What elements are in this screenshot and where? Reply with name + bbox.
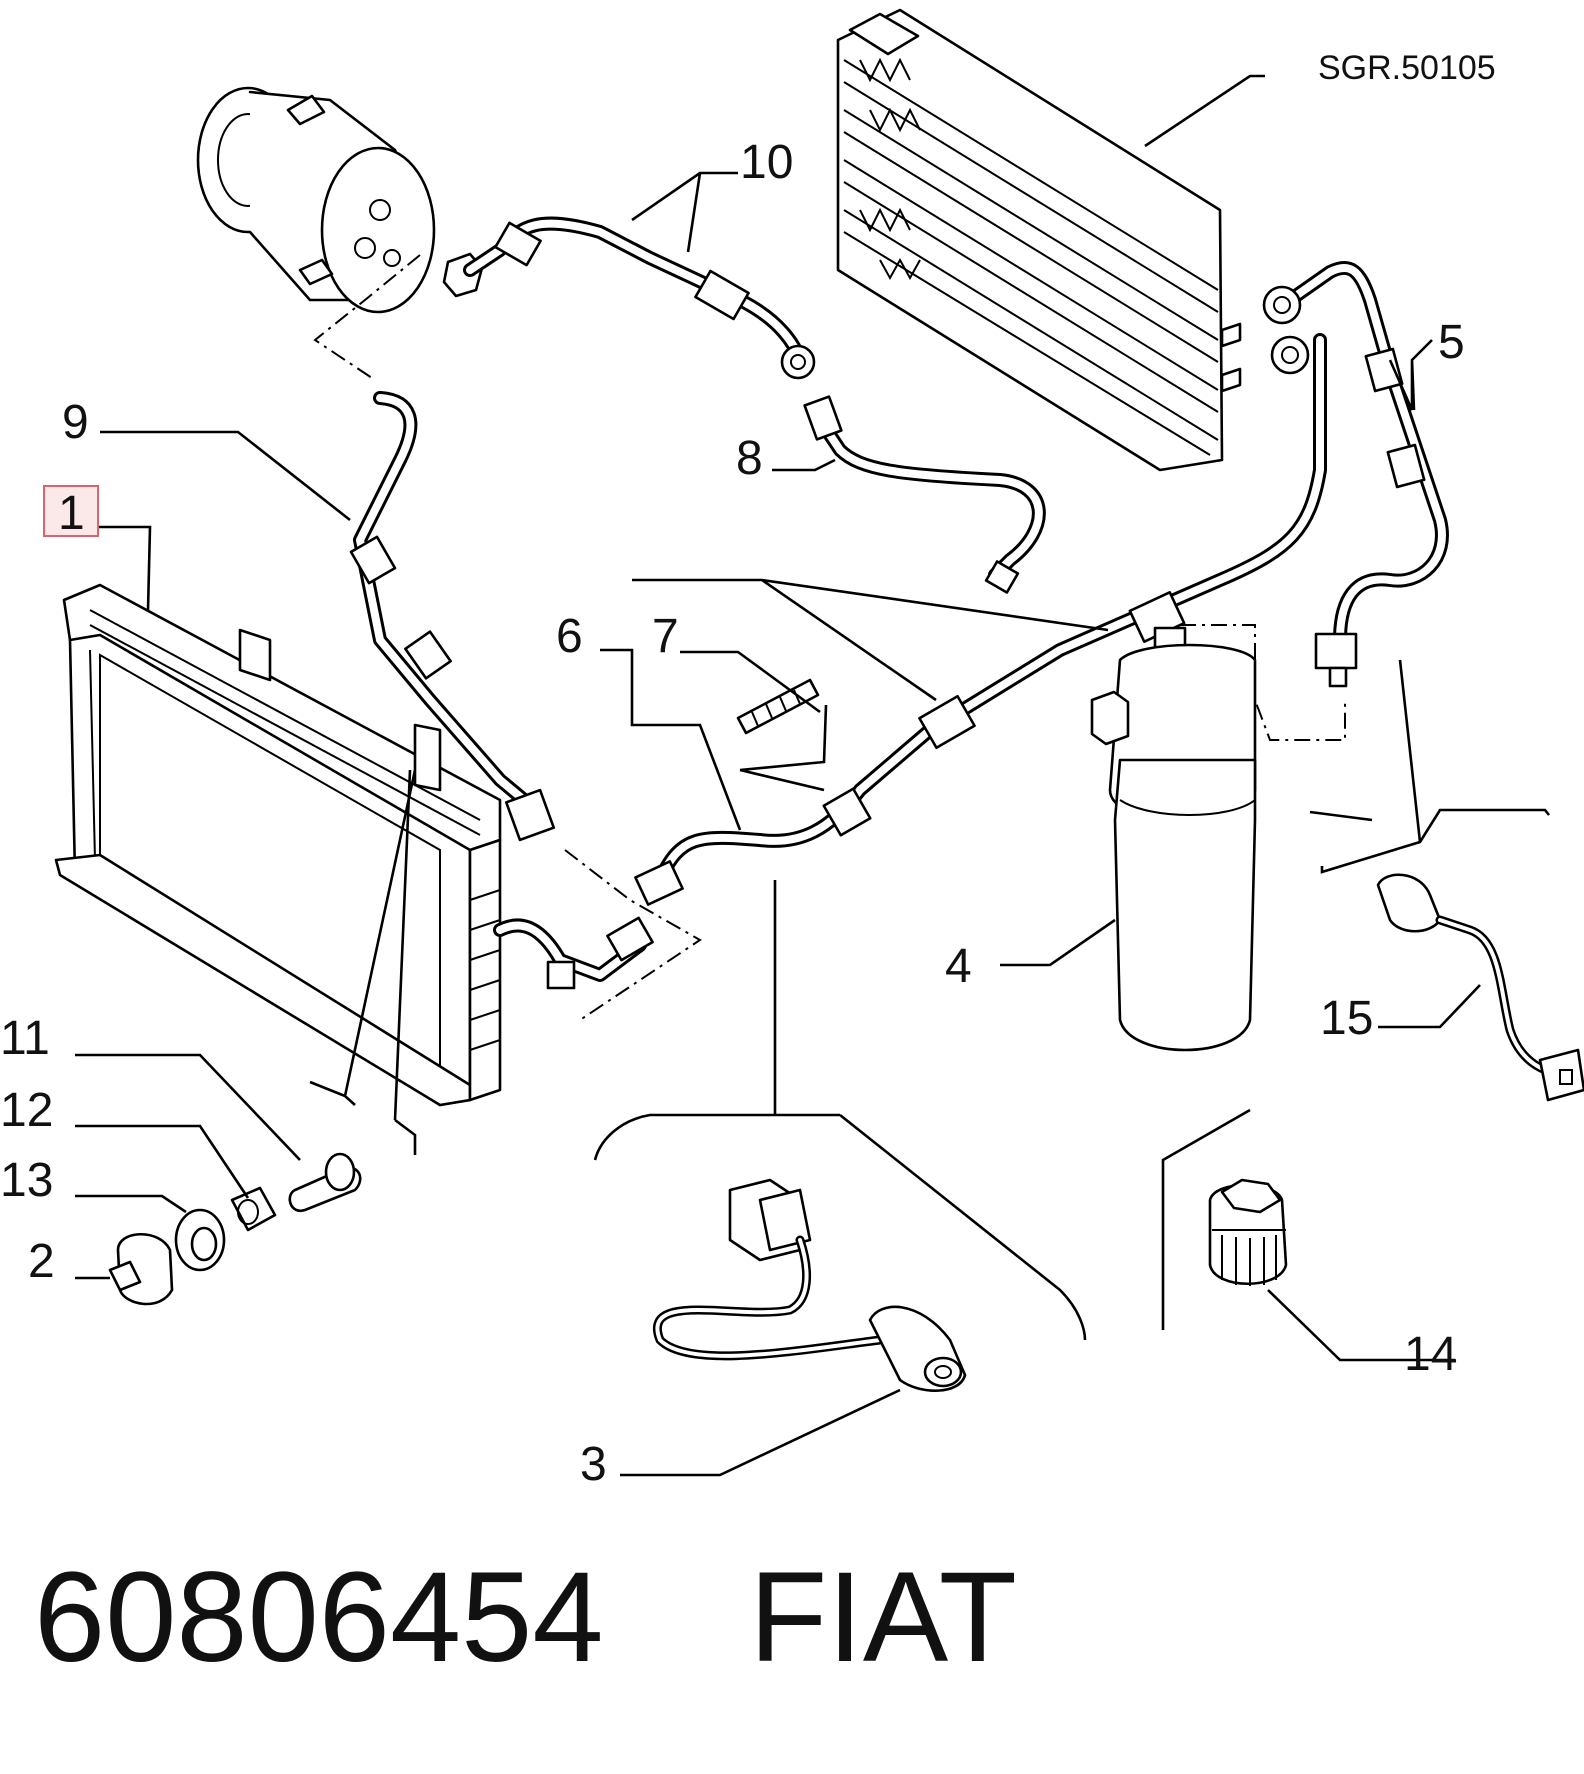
callout-labels: 1 2 3 4 5 6 7 8 9 10 11 12 13 14 15 SGR.… <box>0 49 1496 1491</box>
hose-6-drawing <box>634 333 1327 906</box>
condenser-drawing <box>836 8 1242 472</box>
hose-5-drawing <box>1262 261 1449 688</box>
sensor-15-drawing <box>1376 873 1584 1102</box>
compressor-drawing <box>196 86 484 314</box>
callout-12: 12 <box>0 1084 53 1137</box>
callout-8: 8 <box>736 432 763 485</box>
assembly-lines <box>313 254 1346 1021</box>
connector-7-drawing <box>736 678 820 735</box>
callout-7: 7 <box>652 610 679 663</box>
leader-lines <box>75 74 1551 1477</box>
callout-15: 15 <box>1320 992 1373 1045</box>
receiver-drier-drawing <box>1090 626 1257 1052</box>
callout-6: 6 <box>556 610 583 663</box>
part-number: 60806454 <box>34 1546 604 1689</box>
hose-8-drawing <box>803 395 1046 594</box>
callout-5: 5 <box>1438 316 1465 369</box>
hose-10-drawing <box>463 216 816 380</box>
pressure-switch-3-drawing <box>653 1178 967 1392</box>
callout-10: 10 <box>740 136 793 189</box>
brand-name: FIAT <box>749 1546 1017 1689</box>
callout-14: 14 <box>1404 1328 1457 1381</box>
callout-9: 9 <box>62 396 89 449</box>
hose-9-drawing <box>349 391 556 842</box>
callout-4: 4 <box>945 940 972 993</box>
small-parts-drawing <box>108 1152 362 1306</box>
callout-3: 3 <box>580 1438 607 1491</box>
callout-1: 1 <box>58 487 85 540</box>
reference-code: SGR.50105 <box>1318 49 1496 87</box>
footer-caption: 60806454 FIAT <box>34 1548 1017 1688</box>
condenser-panel-drawing <box>54 583 654 1107</box>
callout-11: 11 <box>0 1012 50 1065</box>
callout-13: 13 <box>0 1154 53 1207</box>
callout-1-highlight-box <box>43 485 99 537</box>
valve-cap-14-drawing <box>1208 1178 1288 1286</box>
callout-2: 2 <box>28 1235 55 1288</box>
